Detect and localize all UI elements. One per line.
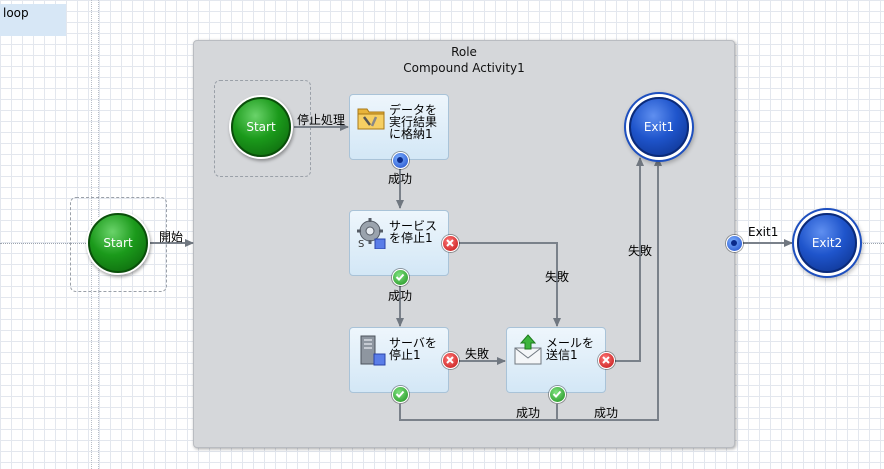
folder-tools-icon xyxy=(357,108,385,130)
failure-x-icon xyxy=(602,356,610,364)
edge-label-start-to-role: 開始 xyxy=(159,230,184,244)
stop-server-success-port[interactable] xyxy=(392,386,409,403)
send-mail-success-port[interactable] xyxy=(549,386,566,403)
inner-start-label: Start xyxy=(246,120,276,134)
stop-service-success-port[interactable] xyxy=(392,269,409,286)
task-store-data-label: データを 実行結果 に格納1 xyxy=(389,103,438,141)
port-dot-icon xyxy=(397,157,403,163)
selection-outline xyxy=(214,80,311,177)
task-send-mail[interactable]: メールを 送信1 xyxy=(506,327,606,393)
port-dot-icon xyxy=(731,240,737,246)
stop-server-failure-port[interactable] xyxy=(442,352,459,369)
task-stop-service-label: サービス を停止1 xyxy=(389,219,438,245)
edge-label-server-fail: 失敗 xyxy=(465,347,490,361)
edge-label-mail-success: 成功 xyxy=(594,406,619,420)
stop-service-failure-port[interactable] xyxy=(442,235,459,252)
role-title: Role xyxy=(451,45,477,59)
success-check-icon xyxy=(552,390,562,398)
success-check-icon xyxy=(395,390,405,398)
edge-mail-fail-to-exit1 xyxy=(615,157,644,362)
edge-label-role-to-exit2: Exit1 xyxy=(748,225,779,239)
selection-outline xyxy=(70,197,167,292)
task-stop-server[interactable]: サーバを 停止1 xyxy=(349,327,449,393)
edge-label-store-success: 成功 xyxy=(388,172,413,186)
task-stop-server-label: サーバを 停止1 xyxy=(389,336,437,362)
edge-server-success-to-exit1 xyxy=(399,157,662,421)
exit2-node[interactable]: Exit2 xyxy=(797,213,857,273)
server-icon xyxy=(360,335,386,366)
mail-send-icon xyxy=(514,334,542,365)
task-stop-service[interactable]: S サービス を停止1 xyxy=(349,210,449,276)
task-store-data[interactable]: データを 実行結果 に格納1 xyxy=(349,94,449,160)
outer-start-label: Start xyxy=(103,236,133,250)
svg-text:S: S xyxy=(358,239,364,249)
send-mail-failure-port[interactable] xyxy=(598,352,615,369)
role-subtitle: Compound Activity1 xyxy=(403,61,525,75)
edge-label-inner-start-to-store: 停止処理 xyxy=(297,113,346,127)
role-output-port[interactable] xyxy=(726,235,743,252)
success-check-icon xyxy=(395,273,405,281)
service-gear-icon: S xyxy=(357,218,386,249)
loop-label[interactable]: loop xyxy=(0,4,66,36)
edge-service-fail-to-mail xyxy=(458,242,561,327)
exit1-node[interactable]: Exit1 xyxy=(629,97,689,157)
inner-start-node[interactable]: Start xyxy=(231,97,291,157)
edge-label-service-fail: 失敗 xyxy=(545,270,570,284)
failure-x-icon xyxy=(446,239,454,247)
exit1-label: Exit1 xyxy=(643,120,675,134)
outer-start-node[interactable]: Start xyxy=(88,213,148,273)
failure-x-icon xyxy=(446,356,454,364)
edge-label-mail-fail: 失敗 xyxy=(628,244,653,258)
exit2-label: Exit2 xyxy=(811,236,843,250)
edge-label-service-success: 成功 xyxy=(388,289,413,303)
store-data-output-port[interactable] xyxy=(392,152,409,169)
edge-label-server-success: 成功 xyxy=(516,406,541,420)
task-send-mail-label: メールを 送信1 xyxy=(546,336,595,362)
